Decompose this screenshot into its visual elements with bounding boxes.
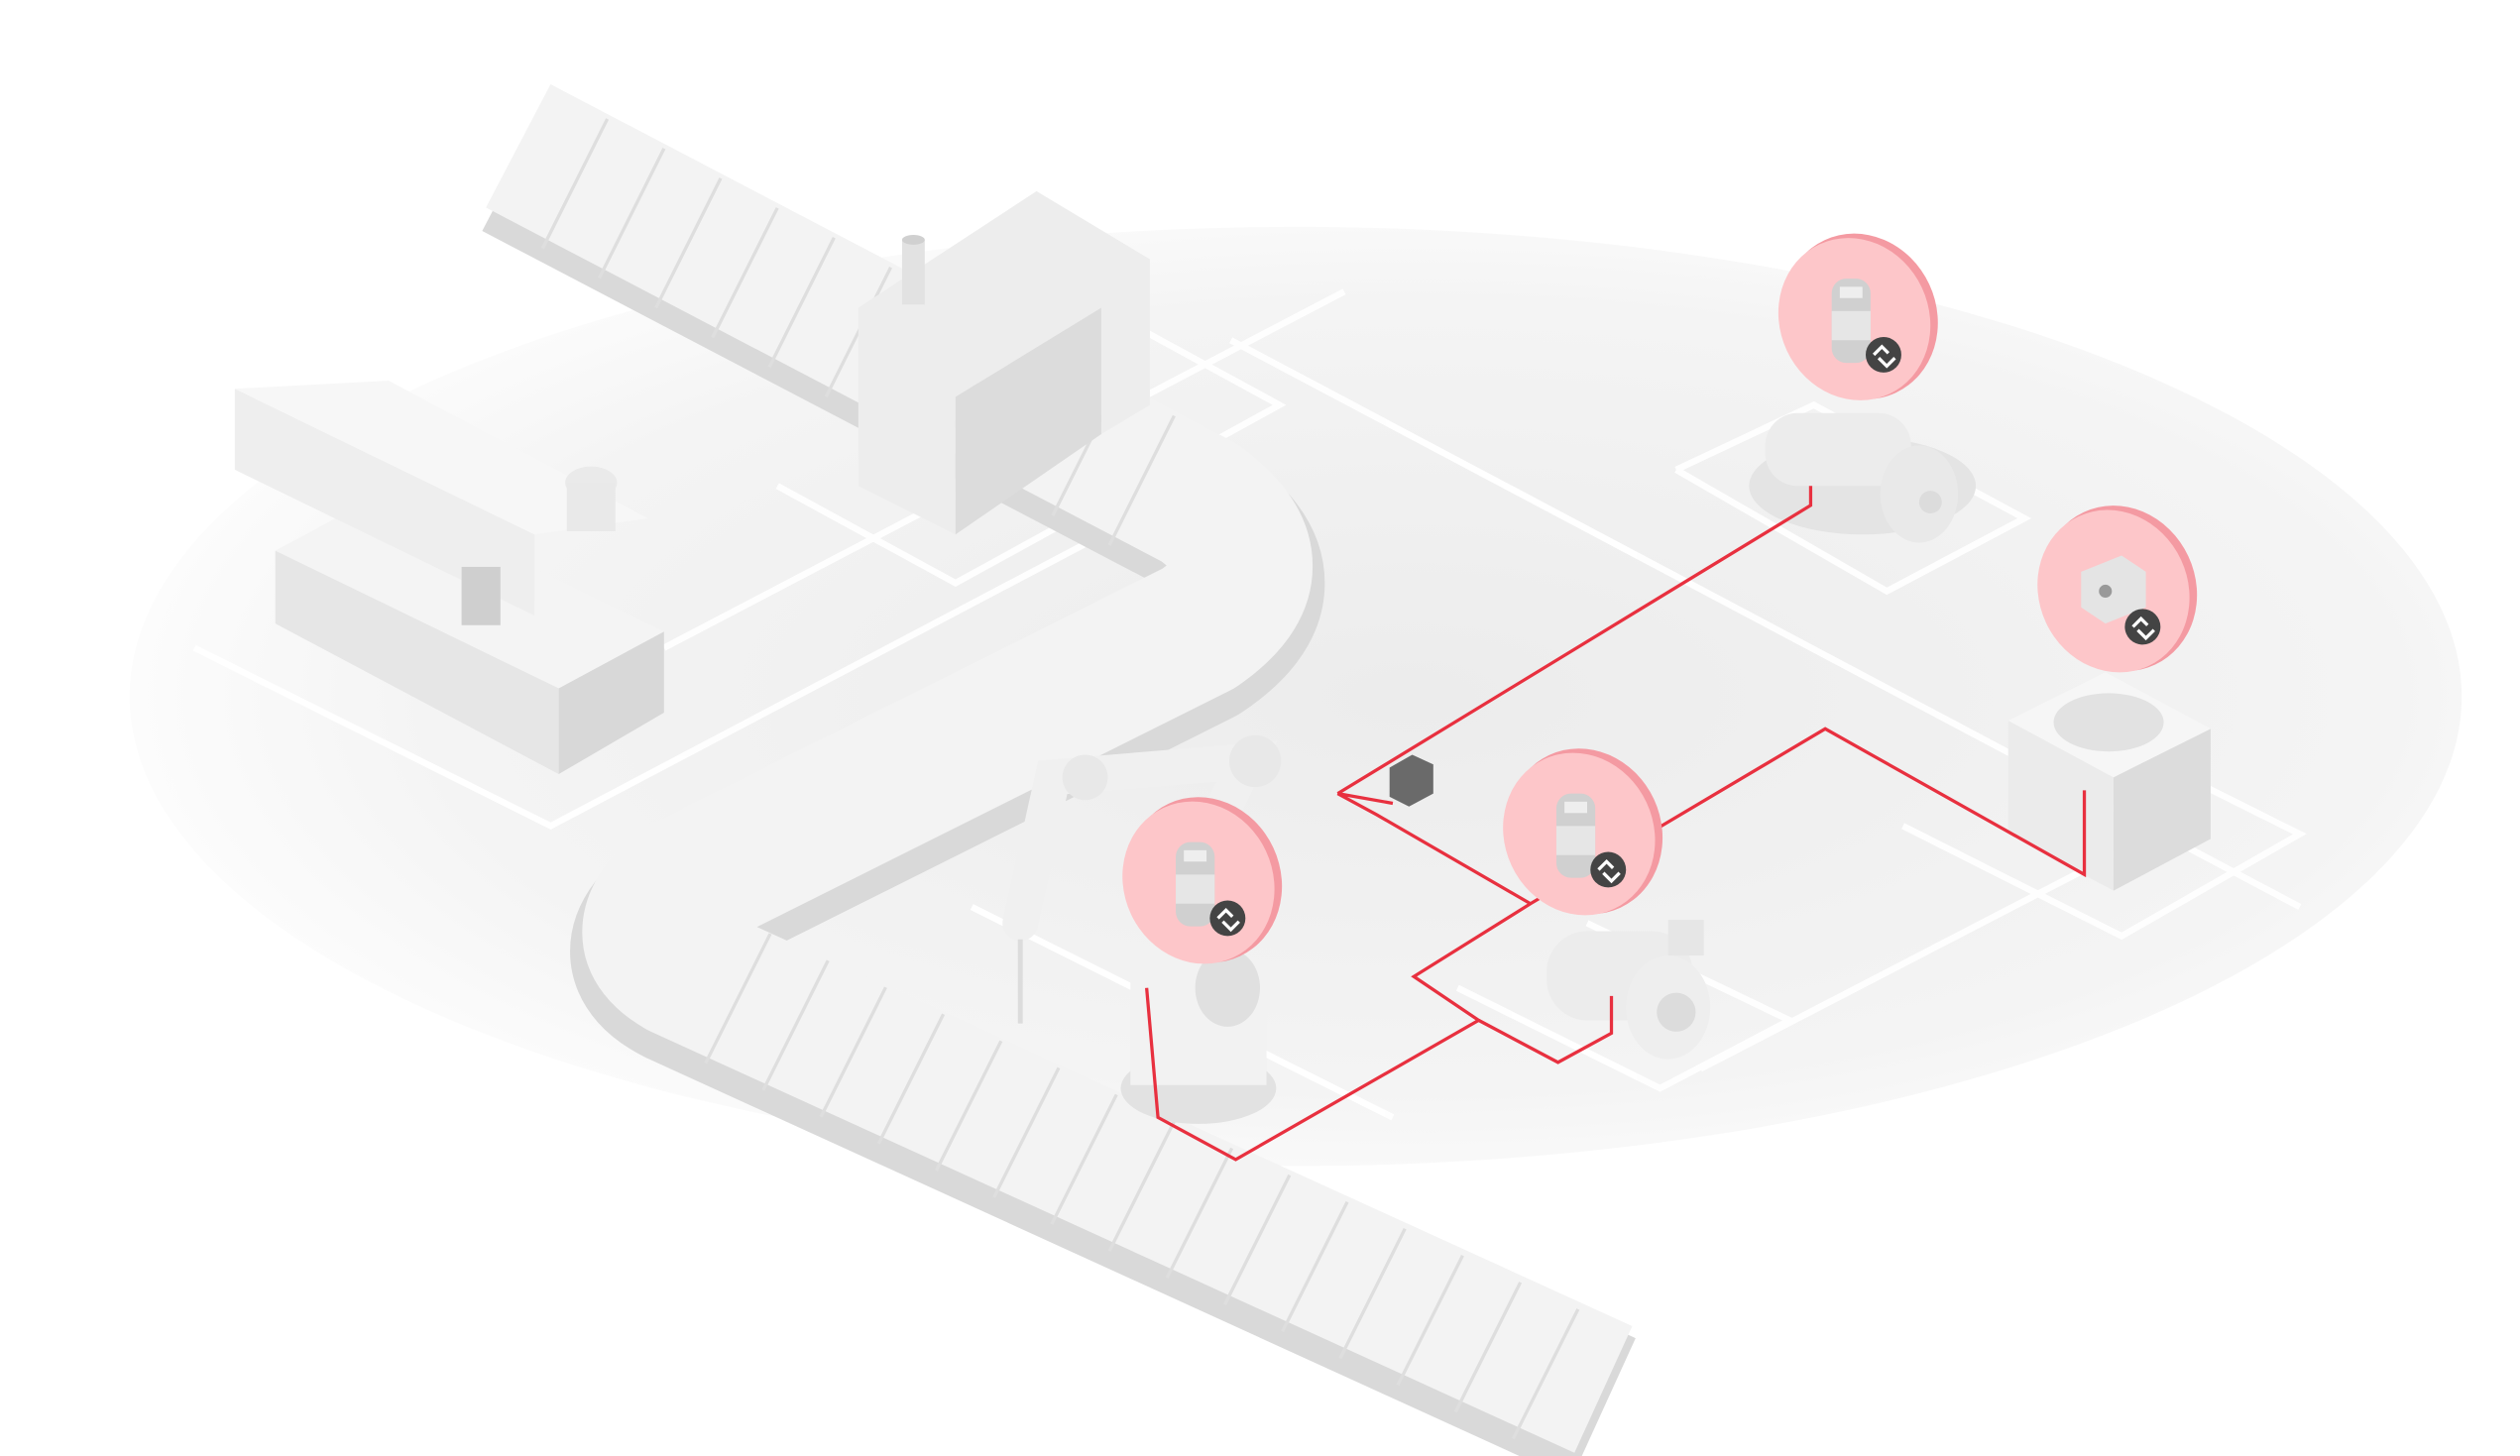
conveyor-slat <box>1396 1255 1464 1387</box>
sync-arrows-icon <box>1590 851 1627 888</box>
conveyor-slat <box>1338 1227 1407 1360</box>
conveyor-slat <box>1453 1282 1523 1413</box>
sync-arrows-icon <box>1209 900 1246 937</box>
conveyor-slat <box>935 1040 1003 1172</box>
fan-icon <box>2053 693 2164 752</box>
sensor-bubble <box>1777 233 1938 400</box>
sync-arrows-icon <box>2124 609 2161 645</box>
io-link-master-gateway <box>1389 754 1433 807</box>
io-link-module-icon <box>2081 555 2146 624</box>
conveyor-slat <box>992 1066 1061 1198</box>
conveyor-slat <box>540 118 610 250</box>
conveyor-slat <box>1281 1200 1349 1333</box>
conveyor-belt <box>482 83 1636 1456</box>
conveyor-slat <box>1050 1093 1118 1225</box>
conveyor-slat <box>1107 1120 1176 1252</box>
io-link-sensor-icon <box>1555 793 1596 878</box>
conveyor-slat <box>1107 414 1176 546</box>
electric-motor <box>1749 412 1977 543</box>
conveyor-slat <box>819 986 887 1118</box>
conveyor-slat <box>876 1013 946 1145</box>
io-link-sensor-icon <box>1831 279 1871 364</box>
conveyor-slat <box>597 148 666 280</box>
conveyor-slat <box>1223 1174 1292 1306</box>
injection-molding-machine <box>234 381 664 775</box>
conveyor-slat <box>704 933 772 1064</box>
pump-motor <box>1546 920 1711 1060</box>
conveyor-slat <box>1512 1308 1580 1440</box>
conveyor-slat <box>1165 1147 1234 1279</box>
sensor-bubble <box>1503 748 1663 916</box>
io-link-sensor-icon <box>1176 841 1215 927</box>
sensor-bubble <box>1122 797 1283 964</box>
gantry-machine <box>858 190 1150 535</box>
cooling-fan-unit <box>2007 672 2211 891</box>
conveyor-slat <box>767 237 836 369</box>
conveyor-slat <box>654 177 723 309</box>
conveyor-slat <box>761 959 830 1091</box>
sync-arrows-icon <box>1865 336 1901 373</box>
control-panel <box>461 566 501 625</box>
io-link-cables <box>1145 486 2087 1162</box>
conveyor-slat <box>711 207 779 339</box>
sensor-bubble <box>2037 505 2198 673</box>
